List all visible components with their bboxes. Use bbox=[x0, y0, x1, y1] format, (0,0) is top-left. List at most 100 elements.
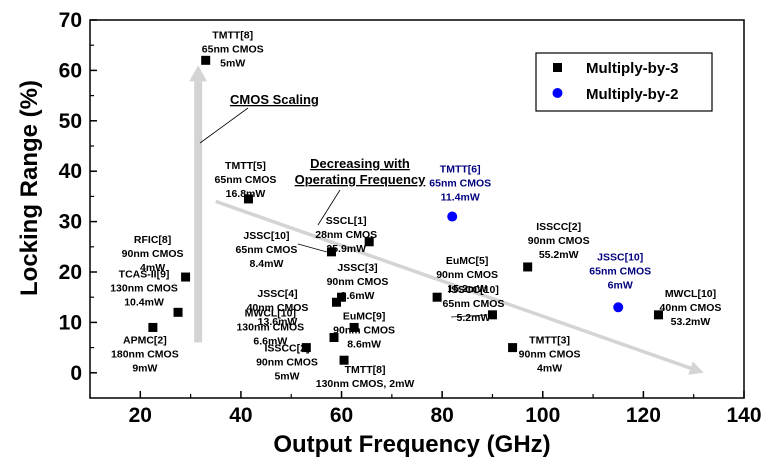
frequency-trend-arrow bbox=[215, 199, 692, 370]
x-tick-label: 40 bbox=[229, 404, 252, 427]
point-label: 8.6mW bbox=[347, 338, 381, 350]
y-tick-label: 20 bbox=[59, 261, 82, 284]
plot-frame bbox=[89, 19, 745, 399]
point-label: JSSC[10] bbox=[597, 251, 643, 263]
point-label: TMTT[6] bbox=[440, 164, 481, 176]
point-label: 65nm CMOS bbox=[429, 178, 491, 190]
point-label: 5mW bbox=[220, 57, 245, 69]
point-label: 6mW bbox=[608, 279, 633, 291]
y-tick-label: 0 bbox=[70, 362, 82, 385]
y-axis-title: Locking Range (%) bbox=[16, 80, 43, 296]
point-multiply-by-3 bbox=[653, 310, 663, 320]
point-label: 6.6mW bbox=[253, 336, 287, 348]
point-multiply-by-3 bbox=[339, 355, 349, 365]
point-label: JSSC[10] bbox=[243, 230, 289, 242]
point-label: 65nm CMOS bbox=[589, 265, 651, 277]
point-label: 9.6mW bbox=[341, 290, 375, 302]
point-label: 90nm CMOS bbox=[333, 324, 395, 336]
legend-marker-multiply-by-2 bbox=[552, 88, 563, 98]
point-label: TMTT[8] bbox=[345, 364, 386, 376]
leader-line bbox=[450, 314, 488, 318]
point-label: TCAS-II[9] bbox=[119, 268, 170, 280]
axes bbox=[89, 19, 745, 399]
point-label: ISSCC[2] bbox=[536, 221, 581, 233]
point-label: 130nm CMOS bbox=[236, 322, 304, 334]
point-label: 15.2mW bbox=[447, 283, 487, 295]
cmos-scaling-leader bbox=[199, 107, 249, 144]
legend: Multiply-by-3 Multiply-by-2 bbox=[535, 52, 713, 112]
x-tick-label: 120 bbox=[626, 404, 661, 427]
point-label: 9mW bbox=[132, 362, 157, 374]
point-label: 90nm CMOS bbox=[528, 235, 590, 247]
point-label: 8.4mW bbox=[250, 258, 284, 270]
point-label: TMTT[8] bbox=[212, 29, 253, 41]
x-tick-label: 20 bbox=[129, 404, 152, 427]
point-label: 53.2mW bbox=[671, 316, 711, 328]
x-tick-label: 80 bbox=[430, 404, 453, 427]
point-label: TMTT[3] bbox=[529, 335, 570, 347]
point-label: 180nm CMOS bbox=[111, 348, 179, 360]
point-label: TMTT[5] bbox=[225, 160, 266, 172]
point-multiply-by-2 bbox=[447, 211, 458, 222]
legend-label-multiply-by-3: Multiply-by-3 bbox=[586, 60, 679, 77]
point-multiply-by-3 bbox=[326, 247, 336, 257]
y-tick-label: 30 bbox=[59, 211, 82, 234]
point-label: 65nm CMOS bbox=[443, 298, 505, 310]
point-label: 4mW bbox=[140, 262, 165, 274]
x-tick-label: 60 bbox=[330, 404, 353, 427]
point-label: 40nm CMOS bbox=[660, 302, 722, 314]
legend-marker-multiply-by-3 bbox=[553, 63, 562, 72]
leader-line bbox=[297, 243, 327, 253]
y-tick-label: 10 bbox=[59, 311, 82, 334]
point-label: MWCL[10] bbox=[245, 308, 296, 320]
point-multiply-by-3 bbox=[523, 262, 533, 272]
point-label: 90nm CMOS bbox=[256, 357, 318, 369]
point-label: 90nm CMOS bbox=[519, 349, 581, 361]
point-label: MWCL[10] bbox=[665, 288, 716, 300]
x-tick-label: 140 bbox=[726, 404, 761, 427]
point-multiply-by-3 bbox=[201, 55, 211, 65]
x-tick-label: 100 bbox=[525, 404, 560, 427]
data-points bbox=[148, 55, 663, 365]
y-tick-label: 60 bbox=[59, 59, 82, 82]
point-multiply-by-3 bbox=[508, 343, 518, 353]
trend-arrows bbox=[189, 65, 704, 375]
point-label: 5.2mW bbox=[457, 312, 491, 324]
point-label: EuMC[9] bbox=[343, 310, 386, 322]
point-multiply-by-3 bbox=[332, 297, 342, 307]
point-multiply-by-3 bbox=[329, 333, 339, 343]
point-label: ISSCC[2] bbox=[265, 343, 310, 355]
point-label: 65nm CMOS bbox=[215, 174, 277, 186]
legend-box bbox=[535, 52, 713, 112]
point-label: 5mW bbox=[274, 371, 299, 383]
point-label: 40nm CMOS bbox=[247, 302, 309, 314]
point-multiply-by-3 bbox=[337, 292, 347, 302]
point-label: 130nm CMOS, 2mW bbox=[316, 378, 415, 390]
point-label: 4mW bbox=[537, 363, 562, 375]
point-multiply-by-3 bbox=[487, 310, 497, 320]
frequency-trend-arrow-head bbox=[688, 361, 704, 375]
point-label: 13.6mW bbox=[258, 316, 298, 328]
point-label: 90nm CMOS bbox=[436, 269, 498, 281]
point-label: 25.9mW bbox=[326, 243, 366, 255]
point-label: JSSC[4] bbox=[257, 288, 297, 300]
point-label: RFIC[8] bbox=[134, 234, 171, 246]
frequency-trend-note: Decreasing with bbox=[310, 156, 410, 171]
point-multiply-by-3 bbox=[364, 237, 374, 247]
point-label: 65nm CMOS bbox=[236, 244, 298, 256]
y-tick-label: 50 bbox=[59, 110, 82, 133]
point-multiply-by-3 bbox=[243, 194, 253, 204]
cmos-scaling-note: CMOS Scaling bbox=[230, 92, 319, 107]
point-label: 11.4mW bbox=[441, 192, 480, 204]
frequency-trend-leader bbox=[317, 189, 341, 226]
point-label: 90nm CMOS bbox=[122, 248, 184, 260]
point-label: 10.4mW bbox=[124, 296, 164, 308]
legend-label-multiply-by-2: Multiply-by-2 bbox=[586, 86, 679, 103]
point-label: 55.2mW bbox=[539, 249, 579, 261]
point-label: ISSCC[10] bbox=[448, 284, 499, 296]
point-multiply-by-2 bbox=[613, 302, 624, 313]
